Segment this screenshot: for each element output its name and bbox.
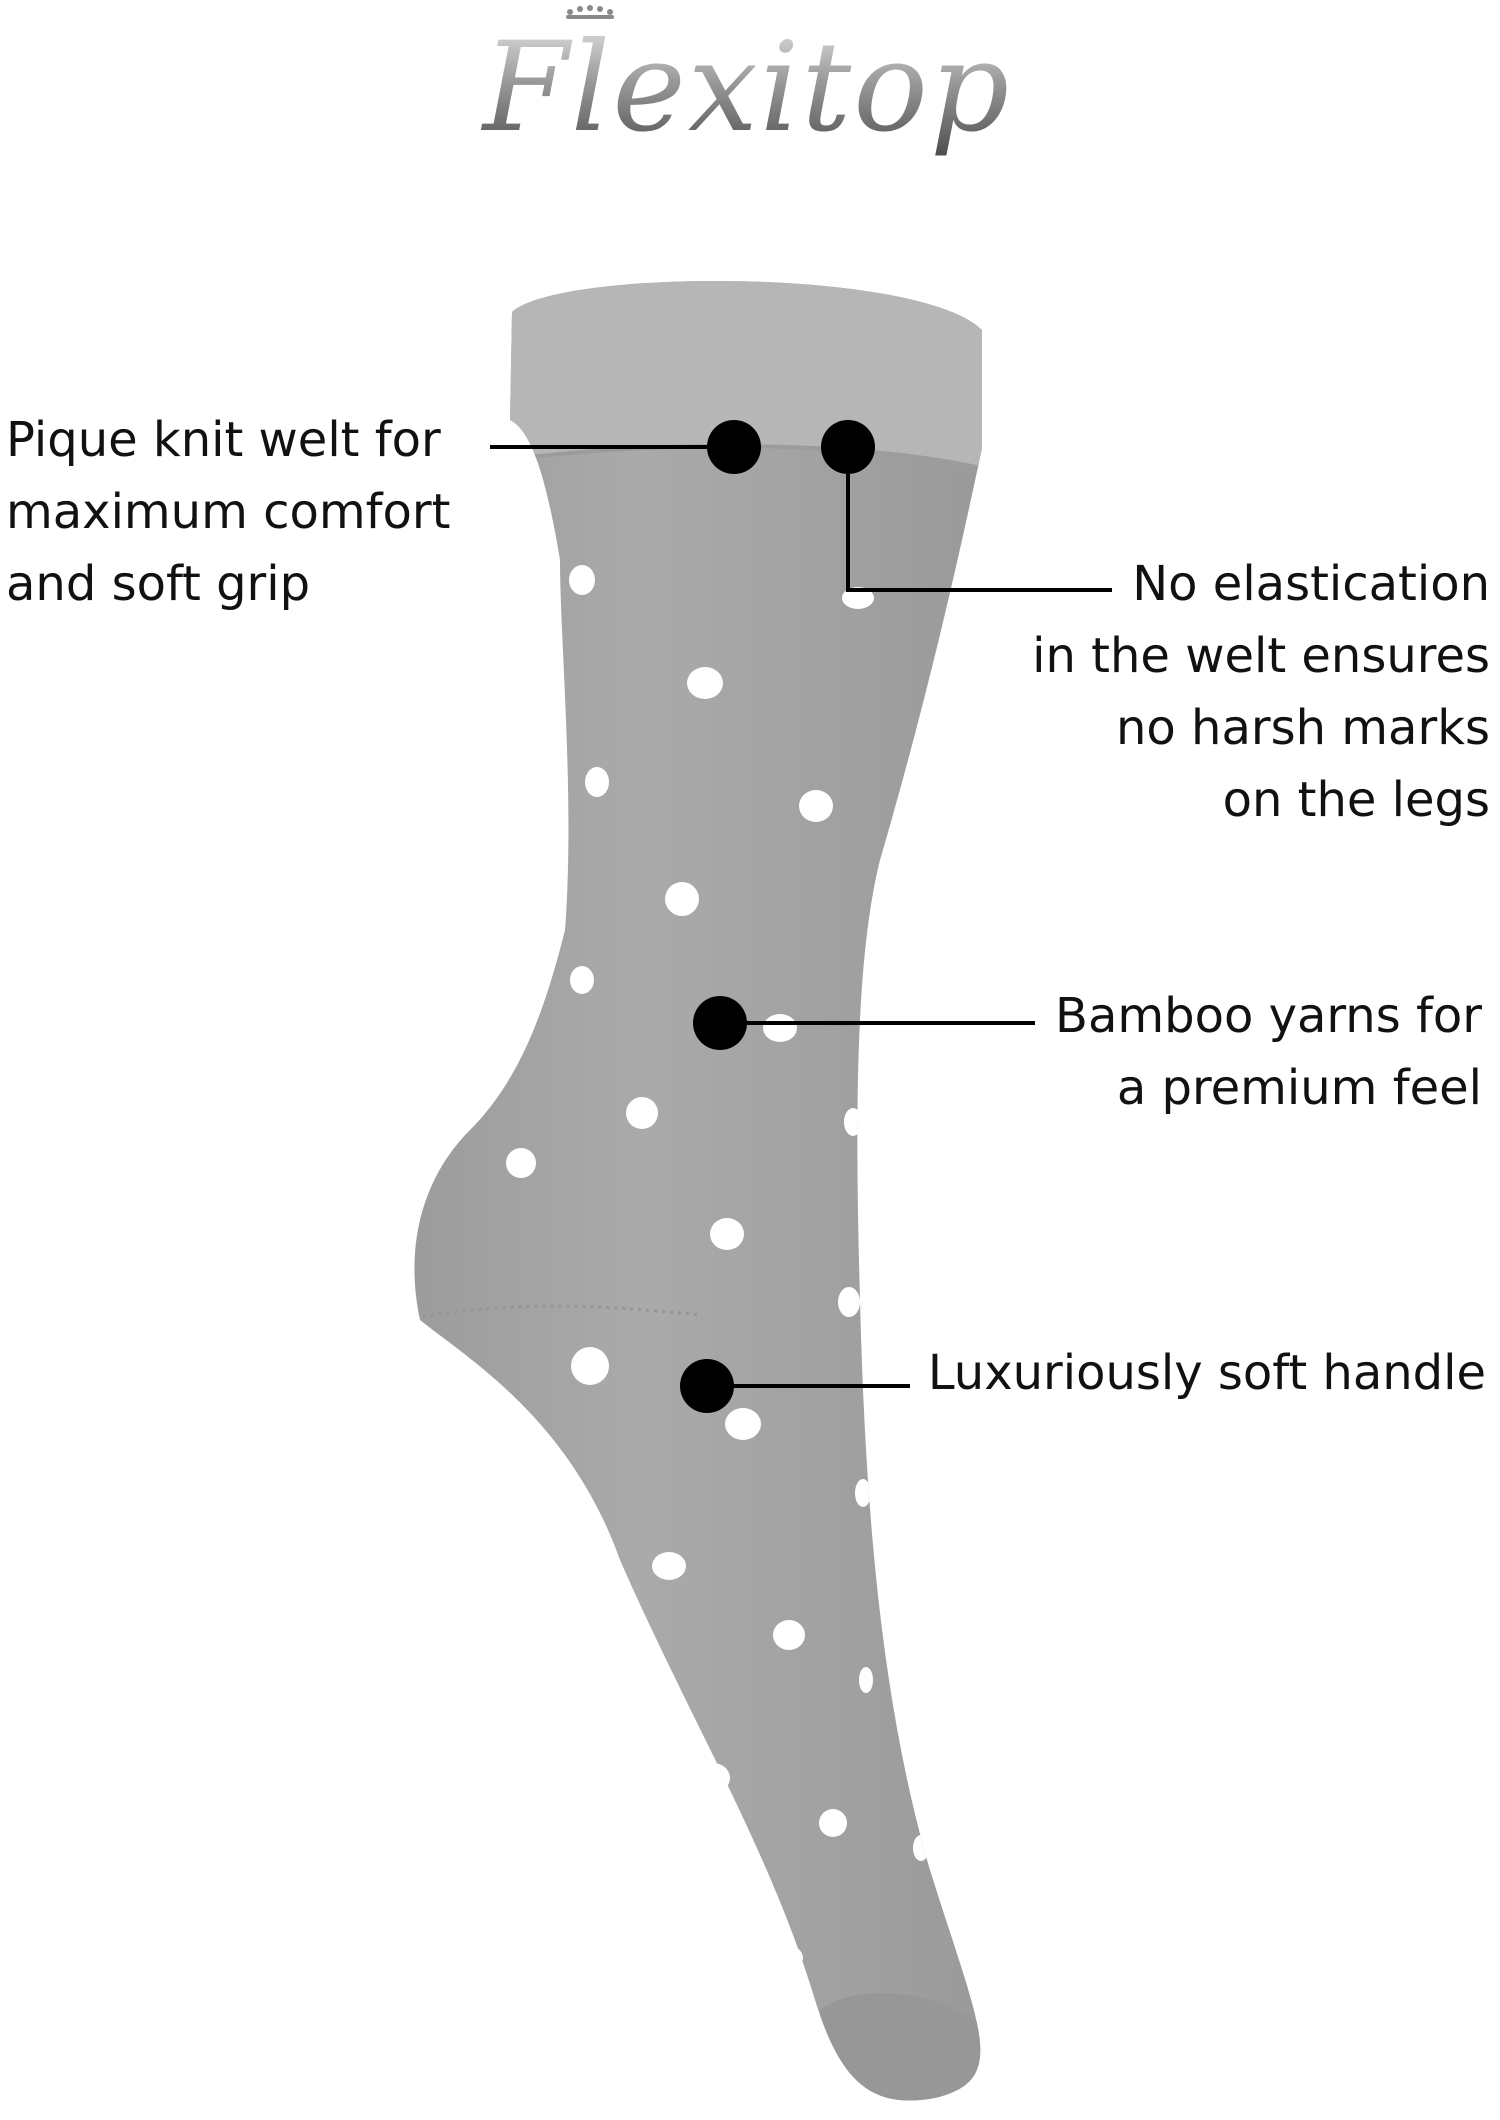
- callout-line: no harsh marks: [1115, 700, 1490, 756]
- callout-line: Pique knit welt for: [6, 412, 441, 468]
- crown-icon: [566, 5, 614, 19]
- callout-marker-elastication: [821, 420, 1112, 592]
- callout-line: on the legs: [1222, 772, 1490, 828]
- callout-handle: Luxuriously soft handle: [896, 1337, 1486, 1409]
- callout-elastication: No elastication in the welt ensures no h…: [960, 548, 1490, 836]
- callout-line: maximum comfort: [6, 484, 451, 540]
- sock-welt: [500, 280, 982, 470]
- callout-marker-bamboo: [693, 996, 1035, 1050]
- callout-bamboo: Bamboo yarns for a premium feel: [960, 980, 1482, 1124]
- brand-logo: Flexitop: [0, 0, 1500, 200]
- callout-line: and soft grip: [6, 556, 311, 612]
- logo-graphic: Flexitop: [481, 5, 1012, 160]
- callout-marker-welt: [490, 420, 761, 474]
- toe-shade: [820, 1993, 982, 2101]
- polka-dots: [506, 565, 929, 1971]
- callout-welt: Pique knit welt for maximum comfort and …: [6, 404, 486, 620]
- callout-line: Bamboo yarns for: [1055, 988, 1482, 1044]
- callout-line: a premium feel: [1116, 1060, 1482, 1116]
- callout-marker-handle: [680, 1359, 910, 1413]
- heel-seam: [414, 1304, 701, 1320]
- callout-line: in the welt ensures: [1032, 628, 1490, 684]
- brand-name: Flexitop: [481, 16, 1012, 160]
- callout-line: No elastication: [1132, 556, 1490, 612]
- sock-body: [414, 280, 982, 2101]
- callout-line: Luxuriously soft handle: [927, 1345, 1486, 1401]
